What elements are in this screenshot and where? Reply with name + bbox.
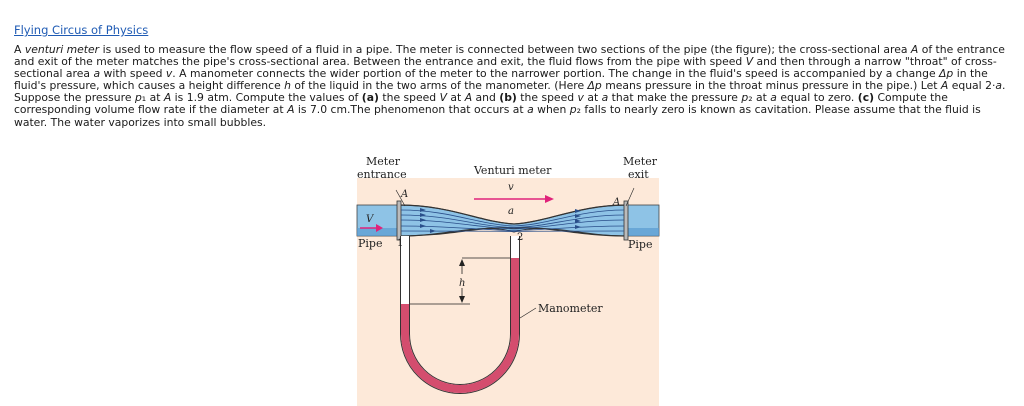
problem-text-segment: h bbox=[284, 79, 291, 93]
v-arrow-left-head bbox=[376, 224, 383, 232]
problem-text-segment: venturi meter bbox=[24, 43, 100, 56]
problem-text-segment: with speed bbox=[100, 67, 166, 81]
problem-text-segment: the speed bbox=[516, 91, 578, 105]
problem-text-segment: v bbox=[165, 67, 173, 81]
right-flange bbox=[623, 200, 629, 241]
problem-text-segment: at bbox=[583, 91, 602, 105]
problem-text-segment: a bbox=[770, 91, 777, 105]
a-left-leader bbox=[395, 189, 406, 207]
problem-text-segment: a bbox=[527, 103, 534, 117]
a-right-leader bbox=[625, 187, 635, 207]
meter-exit-label-2: exit bbox=[628, 168, 649, 181]
problem-text-segment: . A manometer connects the wider portion… bbox=[172, 67, 940, 81]
label-1: 1 bbox=[397, 238, 403, 249]
problem-text-segment: v bbox=[577, 91, 584, 105]
pipe-left-label: Pipe bbox=[358, 237, 382, 250]
problem-text-segment: in the fluid's pressure, which causes a … bbox=[14, 67, 988, 93]
problem-text-segment: V bbox=[745, 55, 754, 69]
problem-text-segment: means pressure in the throat minus press… bbox=[601, 79, 941, 93]
problem-text-segment: is 1.9 atm. Compute the values of bbox=[171, 91, 362, 105]
problem-text-segment: equal to zero. bbox=[776, 91, 858, 105]
right-pipe-shade bbox=[625, 228, 659, 236]
problem-text-segment: equal 2· bbox=[948, 79, 996, 93]
meter-exit-label-1: Meter bbox=[623, 155, 658, 168]
left-pipe-shade bbox=[357, 228, 401, 236]
manometer-leader bbox=[519, 307, 537, 319]
problem-text-segment: p bbox=[569, 103, 577, 117]
problem-text-segment: Compute the corresponding volume flow ra… bbox=[14, 91, 948, 117]
problem-text-segment: ₂ bbox=[748, 91, 753, 105]
problem-text-segment: A bbox=[940, 79, 949, 93]
streamlines bbox=[400, 209, 625, 232]
problem-text-segment: at bbox=[752, 91, 771, 105]
problem-text-segment: is 7.0 cm.The phenomenon that occurs at bbox=[294, 103, 528, 117]
problem-text-segment: Δp bbox=[587, 79, 602, 93]
problem-text-segment: at bbox=[446, 91, 465, 105]
meter-entrance-label-2: entrance bbox=[357, 168, 407, 181]
label-a-right: A bbox=[612, 197, 620, 208]
problem-text-segment: A bbox=[464, 91, 473, 105]
h-arrowhead-down bbox=[459, 296, 465, 303]
problem-text-segment: at bbox=[146, 91, 164, 105]
problem-text-segment: of the liquid in the two arms of the man… bbox=[291, 79, 588, 93]
problem-text-segment: a bbox=[93, 67, 101, 81]
problem-text-segment: A bbox=[910, 43, 919, 56]
problem-text-segment: V bbox=[439, 91, 447, 105]
label-a-throat: a bbox=[508, 206, 514, 217]
problem-text-segment: that make the pressure bbox=[608, 91, 742, 105]
venturi-meter-label: Venturi meter bbox=[473, 164, 552, 177]
problem-statement: A venturi meter is used to measure the f… bbox=[14, 43, 1014, 129]
problem-text-segment: A bbox=[14, 43, 25, 56]
left-flange bbox=[396, 200, 402, 241]
h-arrowhead-up bbox=[459, 259, 465, 266]
problem-text-segment: (b) bbox=[499, 91, 517, 105]
problem-text-segment: Δp bbox=[939, 67, 954, 81]
problem-text-segment: A bbox=[287, 103, 295, 117]
venturi-meter-figure: Meter entrance Venturi meter Meter exit … bbox=[356, 155, 660, 406]
label-a-left: A bbox=[400, 189, 408, 200]
meter-entrance-label-1: Meter bbox=[366, 155, 401, 168]
problem-text-segment: the speed bbox=[378, 91, 440, 105]
manometer-label: Manometer bbox=[538, 302, 603, 315]
throat-velocity-arrow-head bbox=[545, 195, 554, 203]
problem-text-segment: (c) bbox=[857, 91, 875, 105]
problem-text-segment: when bbox=[533, 103, 570, 117]
label-v-pipe: V bbox=[366, 214, 375, 225]
problem-text-segment: a bbox=[995, 79, 1003, 93]
problem-text: A venturi meter is used to measure the f… bbox=[14, 43, 1014, 129]
problem-text-segment: p bbox=[741, 91, 749, 105]
problem-text-segment: (a) bbox=[361, 91, 379, 105]
problem-text-segment: . Suppose the pressure bbox=[14, 79, 1006, 105]
label-v-throat: v bbox=[508, 182, 514, 193]
flying-circus-link[interactable]: Flying Circus of Physics bbox=[14, 23, 149, 37]
problem-text-segment: of the entrance and exit of the meter ma… bbox=[14, 43, 1005, 69]
problem-text-segment: ₁ bbox=[141, 91, 147, 105]
pipe-right-label: Pipe bbox=[628, 238, 652, 251]
problem-text-segment: falls to nearly zero is known as cavitat… bbox=[14, 103, 981, 129]
problem-text-segment: and then through a narrow "throat" of cr… bbox=[14, 55, 997, 81]
venturi-outline bbox=[398, 204, 628, 237]
manometer-liquid bbox=[401, 258, 519, 393]
problem-text-segment: and bbox=[472, 91, 500, 105]
problem-text-segment: is used to measure the flow speed of a f… bbox=[99, 43, 911, 56]
problem-text-segment: A bbox=[163, 91, 172, 105]
problem-text-segment: a bbox=[601, 91, 609, 105]
label-h: h bbox=[459, 278, 465, 289]
label-2: 2 bbox=[517, 232, 523, 243]
flow-arrowheads bbox=[420, 208, 581, 233]
problem-text-segment: ₂ bbox=[576, 103, 581, 117]
problem-text-segment: p bbox=[134, 91, 142, 105]
